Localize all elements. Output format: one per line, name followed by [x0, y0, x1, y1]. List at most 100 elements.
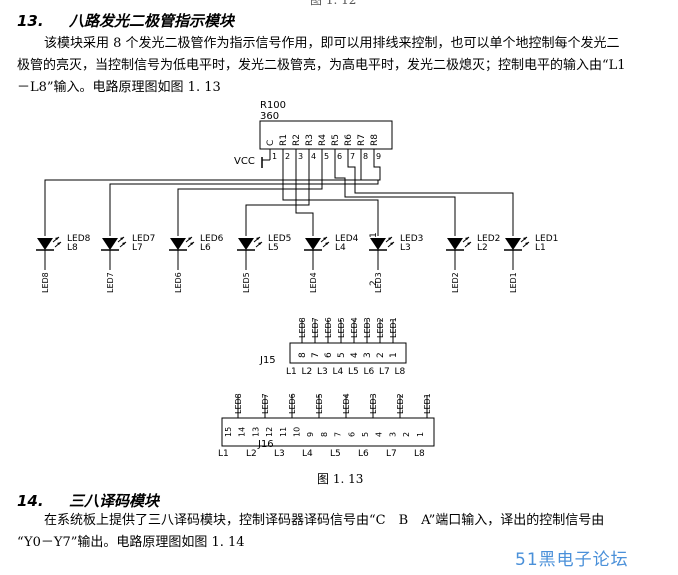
j15-bottom-label: L3	[317, 367, 328, 377]
resistor-pin-number: 3	[298, 152, 303, 161]
led1-diode-icon	[503, 236, 530, 251]
j15-top-label: LED7	[311, 317, 320, 338]
led-net-vertical-label: LED1	[509, 272, 518, 293]
section-13-title: 八路发光二极管指示模块	[69, 12, 235, 30]
section-14-line-2: “Y0－Y7”输出。电路原理图如图 1. 14	[17, 535, 245, 550]
resistor-pin-name: R3	[305, 134, 315, 146]
j16-bottom-label: L4	[302, 449, 313, 459]
j16-ref: J16	[257, 439, 274, 450]
led-ref-label: LED3	[400, 234, 423, 244]
watermark-logo: 51黑电子论坛	[515, 550, 629, 570]
resistor-pin-name: R4	[318, 134, 328, 146]
led4-pin1-label: 1	[369, 232, 379, 238]
section-14-number: 14.	[17, 492, 44, 510]
j16-top-label: LED8	[234, 393, 243, 414]
led7-diode-icon	[100, 236, 127, 251]
j16-pin-number: 11	[279, 427, 288, 437]
led2-diode-icon	[445, 236, 472, 251]
led-ref-label: LED2	[477, 234, 500, 244]
led-net-label: L7	[132, 243, 143, 253]
resistor-pin-name: R7	[357, 134, 367, 146]
j16-bottom-label: L7	[386, 449, 397, 459]
j15-pin-number: 7	[311, 352, 321, 358]
resistor-pin-name: R5	[331, 134, 341, 146]
j16-pin-number: 14	[238, 427, 247, 437]
led-net-label: L6	[200, 243, 211, 253]
resistor-ref: R100	[260, 100, 286, 111]
j15-top-label: LED4	[350, 317, 359, 338]
led-net-vertical-label: LED5	[242, 272, 251, 293]
j16-top-label: LED6	[288, 393, 297, 414]
led-net-vertical-label: LED8	[41, 272, 50, 293]
resistor-value: 360	[260, 111, 279, 122]
resistor-pin-name: R1	[279, 134, 289, 146]
j15-pin-number: 3	[363, 352, 373, 358]
resistor-pin-number: 6	[337, 152, 342, 161]
j16-pin-number: 1	[416, 432, 425, 437]
j15-pin-number: 5	[337, 352, 347, 358]
led-net-label: L5	[268, 243, 279, 253]
figure-caption: 图 1. 13	[317, 472, 364, 486]
led-net-label: L3	[400, 243, 411, 253]
resistor-pin-number: 2	[285, 152, 290, 161]
j15-pin-number: 4	[350, 352, 360, 358]
j15-top-label: LED1	[389, 317, 398, 338]
resistor-pin-name: R2	[292, 134, 302, 146]
led-ref-label: LED4	[335, 234, 359, 244]
led4-pin2-label: 2	[369, 280, 379, 286]
resistor-pin-number: 8	[363, 152, 368, 161]
j16-top-label: LED2	[396, 393, 405, 414]
j16-pin-number: 10	[293, 427, 302, 437]
j15-top-label: LED3	[363, 317, 372, 338]
j16-pin-number: 9	[306, 432, 315, 437]
resistor-pin-name: R6	[344, 134, 354, 146]
led-net-label: L2	[477, 243, 488, 253]
section-13-line-3: －L8”输入。电路原理图如图 1. 13	[17, 80, 221, 95]
led6-diode-icon	[168, 236, 195, 251]
j15-ref: J15	[259, 355, 276, 366]
j16-pin-number: 13	[251, 427, 260, 437]
j15-bottom-label: L1	[286, 367, 297, 377]
j15-pin-number: 8	[298, 352, 308, 358]
j15-top-label: LED8	[298, 317, 307, 338]
led-net-vertical-label: LED7	[106, 272, 115, 293]
j15-top-label: LED2	[376, 317, 385, 338]
resistor-pin-name: C	[266, 140, 276, 146]
resistor-pin-number: 1	[272, 152, 277, 161]
led-net-vertical-label: LED3	[374, 272, 383, 293]
j15-top-label: LED6	[324, 317, 333, 338]
j15-bottom-label: L7	[379, 367, 390, 377]
j16-pin-number: 6	[347, 432, 356, 437]
section-13-line-1: 该模块采用 8 个发光二极管作为指示信号作用，即可以用排线来控制，也可以单个地控…	[44, 36, 620, 51]
j16-bottom-label: L2	[246, 449, 257, 459]
j15-top-label: LED5	[337, 317, 346, 338]
j16-pin-number: 5	[361, 432, 370, 437]
led-ref-label: LED7	[132, 234, 155, 244]
j15-bottom-label: L2	[302, 367, 313, 377]
j15-bottom-label: L8	[395, 367, 406, 377]
j16-bottom-label: L3	[274, 449, 285, 459]
led4-diode-icon	[303, 236, 330, 251]
led-net-label: L4	[335, 243, 346, 253]
j15-pin-number: 2	[376, 352, 386, 358]
j15-bottom-label: L4	[333, 367, 344, 377]
j16-bottom-label: L8	[414, 449, 425, 459]
j15-pin-number: 6	[324, 352, 334, 358]
led-ref-label: LED8	[67, 234, 91, 244]
led-net-vertical-label: LED4	[309, 272, 318, 293]
j16-pin-number: 2	[402, 432, 411, 437]
resistor-pin-number: 5	[324, 152, 329, 161]
section-13-line-2: 极管的亮灭，当控制信号为低电平时，发光二极管亮，为高电平时，发光二极熄灭；控制电…	[17, 58, 626, 73]
section-14-line-1: 在系统板上提供了三八译码模块，控制译码器译码信号由“C B A”端口输入，译出的…	[44, 513, 605, 528]
resistor-pin-number: 7	[350, 152, 355, 161]
j15-bottom-label: L5	[348, 367, 359, 377]
top-figure-caption: 图 1. 12	[310, 0, 357, 7]
section-13-number: 13.	[17, 12, 44, 30]
led5-diode-icon	[236, 236, 263, 251]
led-ref-label: LED1	[535, 234, 558, 244]
j16-top-label: LED5	[315, 393, 324, 414]
led-net-vertical-label: LED6	[174, 272, 183, 293]
j16-pin-number: 8	[320, 432, 329, 437]
j16-bottom-label: L5	[330, 449, 341, 459]
